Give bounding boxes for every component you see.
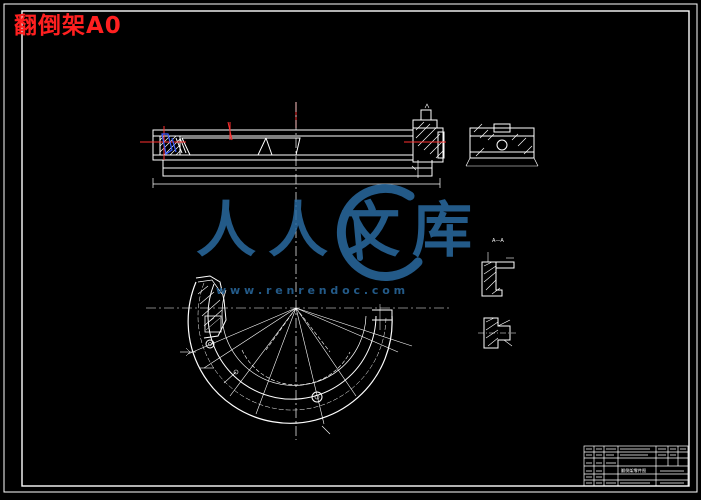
detail-view	[478, 317, 516, 349]
watermark: 人人文库 w w w . r e n r e n d o c . c o m	[196, 183, 484, 297]
side-view	[465, 123, 539, 167]
watermark-brand: 人人文库	[196, 196, 484, 266]
ring-construction-lines	[146, 307, 450, 435]
front-view-centerlines	[140, 102, 446, 160]
title-block-drawing-name: 翻倒架零件图	[621, 467, 646, 474]
inner-border	[21, 10, 690, 487]
drawing-title: 翻倒架A0	[14, 13, 122, 39]
section-a-a	[481, 252, 515, 297]
outer-border	[3, 3, 698, 493]
watermark-logo-icon	[336, 183, 423, 281]
title-block	[583, 445, 689, 487]
front-view	[152, 103, 445, 188]
front-view-highlight	[161, 133, 177, 155]
sheet-border	[3, 3, 698, 493]
watermark-url: w w w . r e n r e n d o c . c o m	[216, 284, 405, 297]
section-label: A—A	[492, 238, 504, 244]
ring-view	[187, 275, 393, 424]
